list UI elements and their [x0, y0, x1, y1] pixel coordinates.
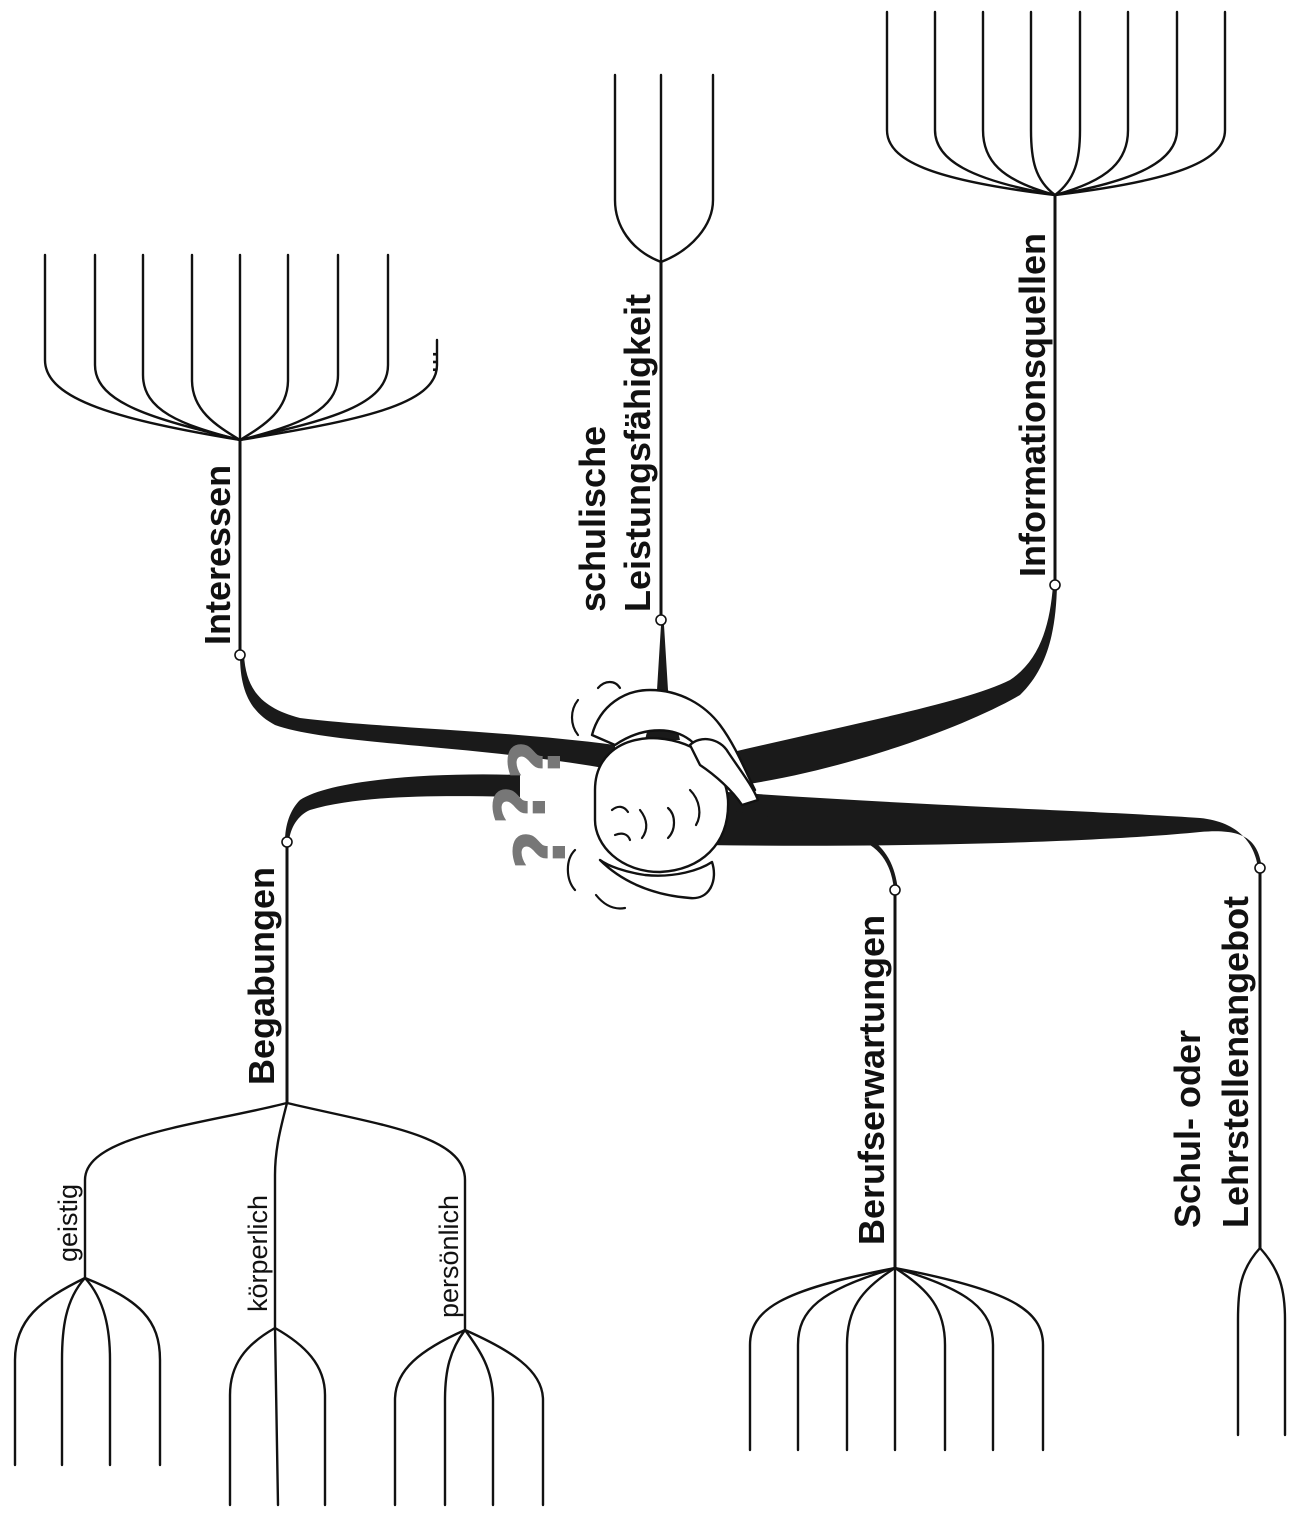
- label-angebot-line1: Schul- oder: [1167, 1030, 1208, 1228]
- branch-begabungen: Begabungen geistig körperlich persönlich: [15, 837, 543, 1505]
- label-leistung-line2: Leistungsfähigkeit: [617, 294, 658, 612]
- label-angebot-line2: Lehrstellenangebot: [1215, 896, 1256, 1228]
- thinking-person-icon: ? ? ?: [480, 682, 758, 908]
- question-mark-2: ?: [480, 785, 562, 826]
- label-geistig: geistig: [53, 1184, 83, 1262]
- branch-informationsquellen: Informationsquellen: [887, 12, 1225, 590]
- label-persoenlich: persönlich: [434, 1195, 464, 1318]
- label-informationsquellen: Informationsquellen: [1012, 233, 1053, 577]
- label-leistung-line1: schulische: [572, 426, 613, 612]
- central-hub: [240, 585, 1262, 890]
- hub-arm-informationsquellen: [700, 585, 1057, 790]
- branch-berufserwartungen: Berufserwartungen: [750, 885, 1043, 1450]
- label-begabungen: Begabungen: [241, 867, 282, 1085]
- interessen-more-dots: ...: [411, 350, 442, 373]
- question-mark-3: ?: [500, 830, 582, 871]
- label-interessen: Interessen: [197, 465, 238, 645]
- label-berufserwartungen: Berufserwartungen: [851, 915, 892, 1245]
- question-mark-1: ?: [495, 740, 577, 781]
- label-koerperlich: körperlich: [243, 1195, 273, 1312]
- branch-interessen: ... Interessen: [45, 255, 442, 660]
- branch-angebot: Schul- oder Lehrstellenangebot: [1167, 863, 1285, 1435]
- branch-leistung: schulische Leistungsfähigkeit: [572, 75, 713, 625]
